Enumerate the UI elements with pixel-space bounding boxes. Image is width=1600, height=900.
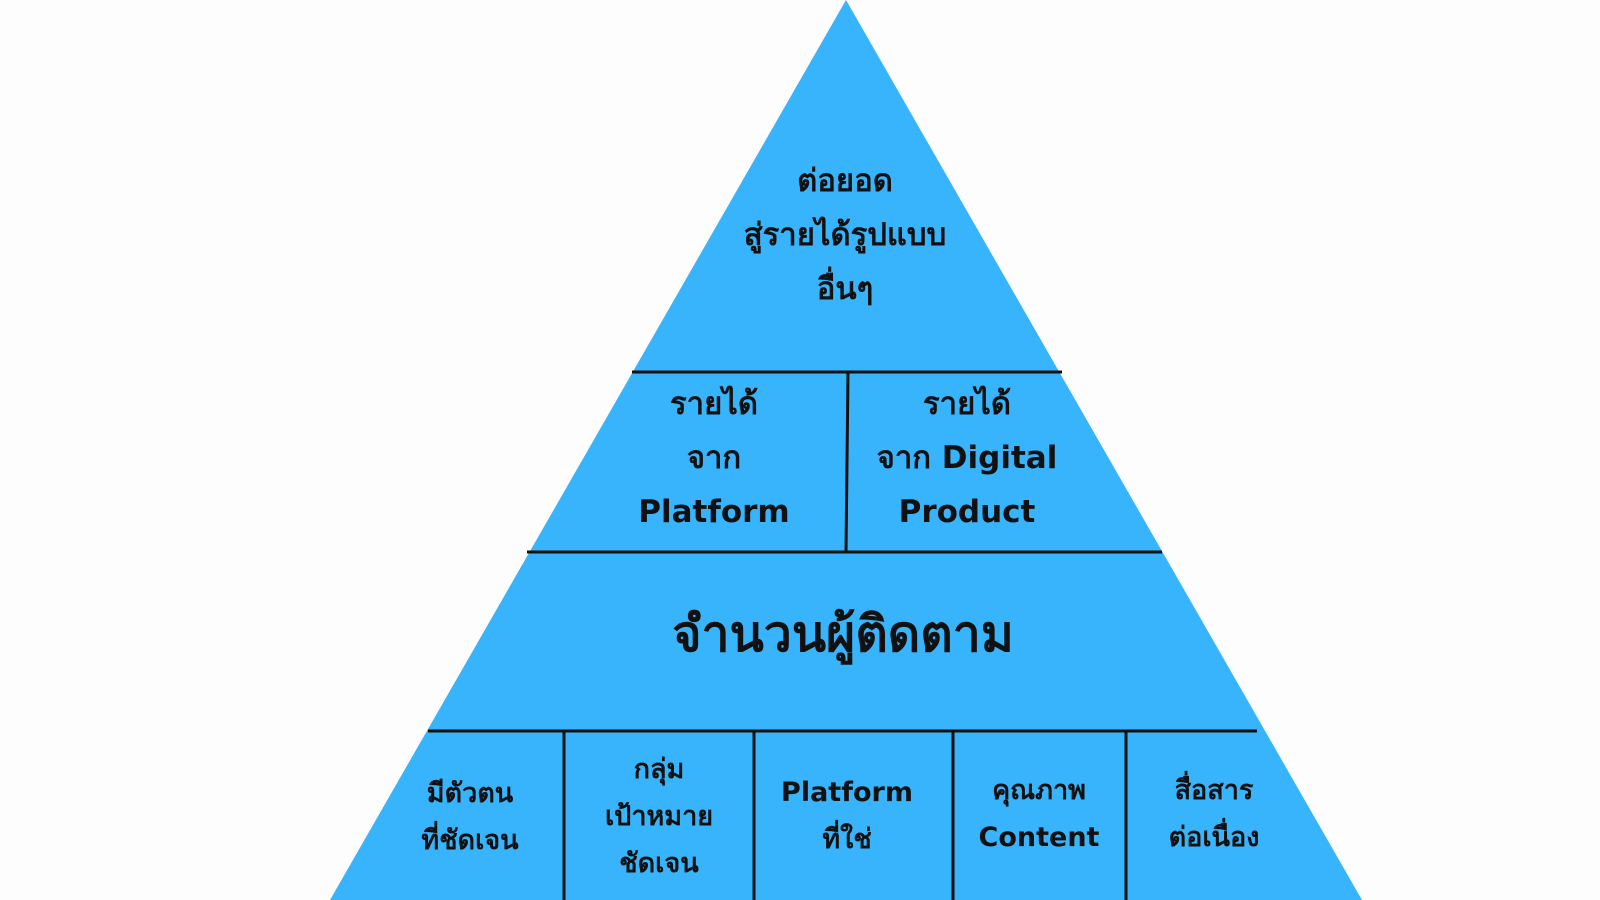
base-cell-2-line: กลุ่ม [633, 754, 685, 785]
second-tier-right-label: รายได้ จาก Digital Product [877, 377, 1058, 539]
base-cell-3-line: ที่ใช่ [822, 824, 872, 855]
base-cell-2-line: เป้าหมาย [604, 801, 714, 832]
base-cell-2-line: ชัดเจน [619, 848, 699, 879]
second-tier-right-line: รายได้ [923, 386, 1011, 422]
top-tier-label: ต่อยอด สู่รายได้รูปแบบ อื่นๆ [744, 154, 947, 316]
base-cell-1-label: มีตัวตน ที่ชัดเจน [421, 770, 518, 864]
base-cell-5-line: ต่อเนื่อง [1168, 822, 1260, 853]
base-cell-3-line: Platform [781, 777, 913, 808]
third-tier-title: จำนวนผู้ติดตาม [672, 605, 1014, 663]
second-tier-right-line: Product [898, 494, 1036, 530]
base-cell-4-line: Content [978, 822, 1100, 853]
base-cell-5-line: สื่อสาร [1174, 775, 1254, 806]
second-tier-left-line: รายได้ [670, 386, 758, 422]
third-tier-label: จำนวนผู้ติดตาม [672, 604, 1014, 664]
top-tier-line: ต่อยอด [797, 163, 893, 199]
second-tier-left-line: Platform [638, 494, 790, 530]
second-tier-right-line: จาก Digital [876, 440, 1058, 476]
second-tier-left-label: รายได้ จาก Platform [638, 377, 789, 539]
top-tier-line: สู่รายได้รูปแบบ [743, 217, 947, 253]
base-cell-4-line: คุณภาพ [992, 775, 1086, 806]
base-cell-4-label: คุณภาพ Content [979, 767, 1100, 861]
divider-second-tier-middle [844, 371, 850, 553]
base-cell-1-line: มีตัวตน [426, 778, 514, 809]
base-cell-2-label: กลุ่ม เป้าหมาย ชัดเจน [605, 746, 713, 887]
top-tier-line: อื่นๆ [816, 271, 874, 307]
second-tier-left-line: จาก [686, 440, 742, 476]
base-cell-5-label: สื่อสาร ต่อเนื่อง [1169, 767, 1260, 861]
base-cell-1-line: ที่ชัดเจน [421, 825, 519, 856]
base-cell-3-label: Platform ที่ใช่ [781, 769, 913, 863]
